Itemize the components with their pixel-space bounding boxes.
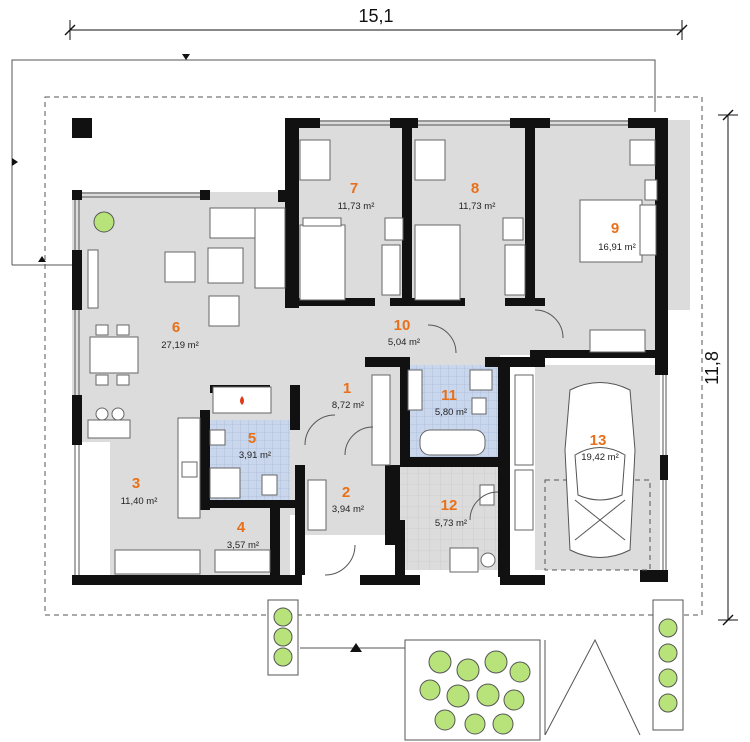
room-8-number: 8 [471, 180, 479, 197]
kitchen-island [87, 419, 131, 439]
dining-table [89, 336, 139, 374]
room-7-area: 11,73 m² [338, 201, 375, 212]
tv-cabinet [87, 249, 99, 309]
room-2-number: 2 [342, 484, 350, 501]
fireplace-flame-icon [240, 396, 244, 405]
room-9-area: 16,91 m² [598, 242, 636, 253]
room-labels: 1 8,72 m² 2 3,94 m² 3 11,40 m² 4 3,57 m²… [121, 180, 636, 551]
depth-label: 11,8 [702, 351, 722, 385]
shrub-icon [428, 650, 452, 674]
shrub-icon [273, 607, 293, 627]
room-13-number: 13 [590, 432, 607, 449]
room-7-number: 7 [350, 180, 358, 197]
kitchen-counter [114, 549, 201, 575]
walls [72, 118, 668, 585]
room-3-area: 11,40 m² [121, 496, 158, 507]
room-4-number: 4 [237, 519, 246, 536]
entrance-arrow-icon [350, 643, 362, 652]
room-6-area: 27,19 m² [161, 340, 199, 351]
room-3-number: 3 [132, 475, 140, 492]
car-icon [544, 382, 651, 571]
room-1-area: 8,72 m² [332, 400, 364, 411]
room-2-area: 3,94 m² [332, 504, 364, 515]
shrub-icon [484, 650, 508, 674]
shrub-icon [464, 713, 486, 735]
entrance-arrow-icon [182, 54, 190, 60]
room-6-number: 6 [172, 319, 180, 336]
width-dimension: 15,1 [64, 6, 688, 40]
width-label: 15,1 [358, 6, 393, 26]
room-11-number: 11 [441, 387, 457, 404]
bed [414, 224, 461, 301]
shrub-icon [658, 643, 678, 663]
chimney-icon [72, 118, 92, 138]
room-8-area: 11,73 m² [459, 201, 496, 212]
shrub-icon [456, 658, 480, 682]
room-13-area: 19,42 m² [581, 452, 619, 463]
site-outline [11, 54, 703, 652]
coffee-table [207, 247, 244, 284]
room-12-number: 12 [441, 497, 458, 514]
room-11-area: 5,80 m² [435, 407, 467, 418]
bed [579, 199, 643, 263]
room-1-number: 1 [343, 380, 351, 397]
furniture [87, 139, 658, 576]
windows [74, 120, 667, 575]
sofa [254, 207, 286, 289]
room-5-area: 3,91 m² [239, 450, 271, 461]
shrub-icon [509, 661, 531, 683]
armchair [208, 295, 240, 327]
armchair [164, 251, 196, 283]
shrub-icon [446, 684, 470, 708]
room-12-area: 5,73 m² [435, 518, 467, 529]
shrub-icon [476, 683, 500, 707]
shrub-icon [492, 713, 514, 735]
shrub-icon [273, 627, 293, 647]
plants [93, 211, 684, 741]
shrub-icon [93, 211, 115, 233]
bathtub [419, 429, 486, 456]
shrub-icon [503, 689, 525, 711]
depth-dimension: 11,8 [702, 109, 738, 626]
room-4-area: 3,57 m² [227, 540, 259, 551]
shrub-icon [434, 709, 456, 731]
shrub-icon [273, 647, 293, 667]
room-9-number: 9 [611, 220, 619, 237]
shrub-icon [658, 693, 678, 713]
bed [299, 224, 346, 301]
floors [72, 120, 690, 580]
room-10-number: 10 [394, 317, 411, 334]
roof-outline [44, 96, 703, 616]
shrub-icon [658, 618, 678, 638]
room-10-area: 5,04 m² [388, 337, 420, 348]
shower [209, 467, 241, 499]
room-5-number: 5 [248, 430, 256, 447]
shrub-icon [658, 668, 678, 688]
shrub-icon [419, 679, 441, 701]
